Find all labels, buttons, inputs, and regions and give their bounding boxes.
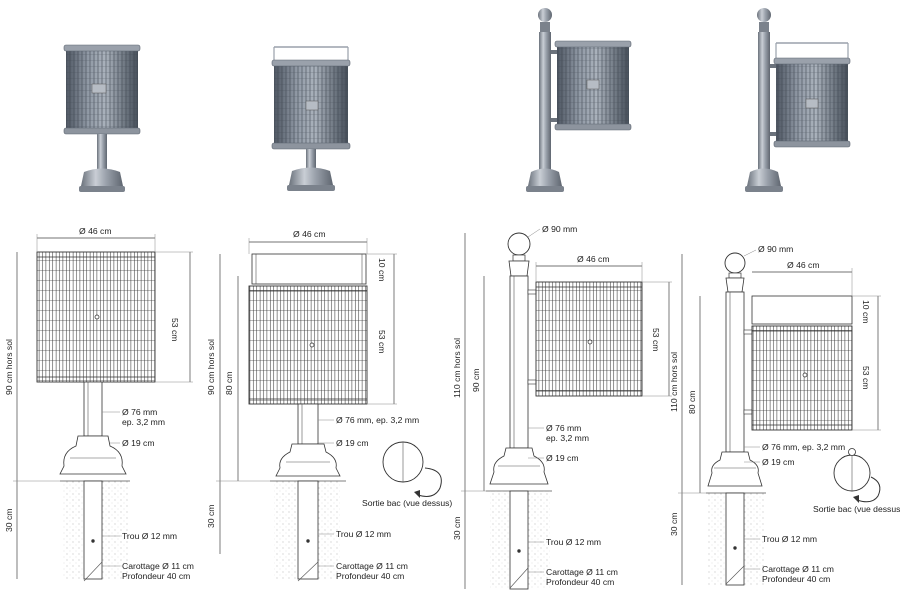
drawing-base [707,451,763,487]
drawing-basket [751,325,853,431]
label-post-height: 80 cm [224,372,234,395]
label-ball: Ø 90 mm [542,224,577,234]
label-core-2: Profondeur 40 cm [336,571,404,581]
label-diameter-top: Ø 46 cm [787,260,819,270]
drawing-basket [535,281,643,397]
label-embed: 30 cm [206,505,216,528]
drawing-model-2: Ø 46 cm 10 cm 53 cm 90 cm hors sol 80 cm… [206,229,452,582]
render-ball [538,8,552,22]
label-diameter-top: Ø 46 cm [79,226,111,236]
label-height-above-ground: 90 cm hors sol [4,339,14,395]
label-base: Ø 19 cm [122,438,154,448]
label-basket-height: 53 cm [377,330,387,353]
label-height-above-ground: 90 cm hors sol [206,339,216,395]
label-core-2: Profondeur 40 cm [122,571,190,581]
label-diameter-top: Ø 46 cm [293,229,325,239]
render-base [289,167,333,188]
drawing-ball [724,252,746,274]
drawing-column [725,291,745,453]
label-hole: Trou Ø 12 mm [546,537,601,547]
drawing-post [83,381,103,437]
label-hole: Trou Ø 12 mm [762,534,817,544]
label-base: Ø 19 cm [762,457,794,467]
drawing-rim [751,295,853,325]
label-pipe: Ø 76 mm [122,407,157,417]
label-core-2: Profondeur 40 cm [546,577,614,587]
label-basket-height: 53 cm [651,328,661,351]
label-embed: 30 cm [452,517,462,540]
label-core-1: Carottage Ø 11 cm [122,561,194,571]
render-model-2 [271,46,351,191]
top-view-arrow [417,467,442,497]
label-thickness: ep. 3,2 mm [122,417,165,427]
drawing-model-3: Ø 90 mm Ø 46 cm 53 cm 110 cm hors sol 90… [452,224,672,590]
render-model-4 [745,8,851,192]
render-post [306,149,316,171]
render-column [758,32,770,172]
label-ball: Ø 90 mm [758,244,793,254]
drawing-pipe-in-ground [83,480,103,580]
label-rim-height: 10 cm [377,258,387,281]
drawing-rim [251,253,367,285]
label-base: Ø 19 cm [336,438,368,448]
label-height-above-ground: 110 cm hors sol [669,352,679,412]
label-top-view: Sortie bac (vue dessus) [362,498,452,508]
label-core-1: Carottage Ø 11 cm [762,564,834,574]
drawing-post [297,403,319,445]
label-core-1: Carottage Ø 11 cm [546,567,618,577]
drawing-base [275,443,341,477]
label-hole: Trou Ø 12 mm [122,531,177,541]
drawing-column [509,275,529,449]
label-top-view: Sortie bac (vue dessus) [813,504,900,514]
label-pipe: Ø 76 mm, ep. 3,2 mm [336,415,419,425]
label-thickness: ep. 3,2 mm [546,433,589,443]
drawing-pipe-in-ground [725,492,745,586]
label-pipe: Ø 76 mm [546,423,581,433]
drawing-model-1: Ø 46 cm 53 cm 90 cm hors sol Ø 76 mm ep.… [4,226,194,582]
top-view-arrow [856,476,881,503]
drawing-pipe-in-ground [509,490,529,590]
label-base: Ø 19 cm [546,453,578,463]
label-post-height: 90 cm [471,369,481,392]
drawing-basket [248,285,368,405]
label-embed: 30 cm [4,509,14,532]
render-base [81,168,123,189]
label-diameter-top: Ø 46 cm [577,254,609,264]
label-basket-height: 53 cm [170,318,180,341]
drawing-pipe-in-ground [297,480,319,580]
render-model-3 [526,8,632,192]
label-rim-height: 10 cm [861,300,871,323]
drawing-base [59,435,127,475]
render-latch [91,83,107,94]
label-basket-height: 53 cm [861,366,871,389]
label-embed: 30 cm [669,513,679,536]
render-model-1 [63,44,141,192]
render-column [539,32,551,172]
label-core-2: Profondeur 40 cm [762,574,830,584]
drawing-model-4: Ø 90 mm Ø 46 cm 10 cm 53 cm 110 cm hors … [669,244,900,586]
drawing-ball [507,232,531,256]
label-core-1: Carottage Ø 11 cm [336,561,408,571]
render-post [97,134,107,172]
label-post-height: 80 cm [687,391,697,414]
label-pipe: Ø 76 mm, ep. 3,2 mm [762,442,845,452]
render-ball [757,8,771,22]
label-height-above-ground: 110 cm hors sol [452,338,462,398]
label-hole: Trou Ø 12 mm [336,529,391,539]
